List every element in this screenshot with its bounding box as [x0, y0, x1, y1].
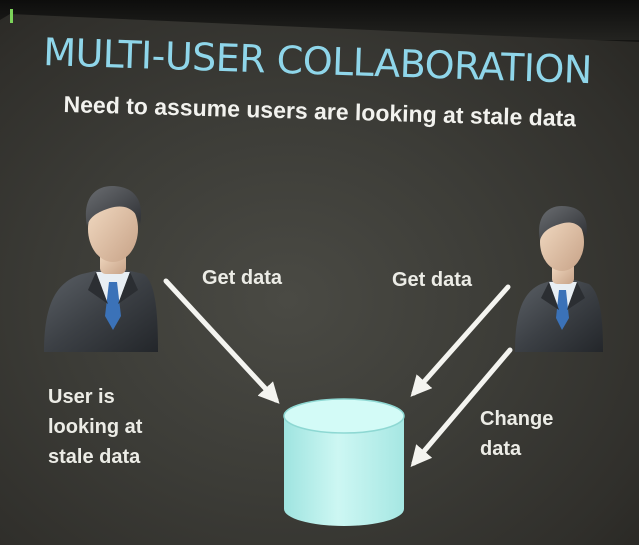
get-data-left-label: Get data	[202, 267, 283, 289]
get-data-right-arrow	[410, 284, 511, 397]
get-data-right-label: Get data	[392, 269, 473, 291]
right-user-icon	[515, 206, 603, 352]
database-cylinder-icon	[283, 398, 405, 526]
change-data-arrow	[410, 347, 513, 468]
user-stale-label: User is looking at stale data	[48, 386, 143, 468]
recording-indicator-icon	[10, 9, 13, 23]
left-user-icon	[44, 186, 158, 352]
get-data-left-arrow	[163, 278, 280, 404]
change-data-label: Change data	[480, 408, 554, 460]
